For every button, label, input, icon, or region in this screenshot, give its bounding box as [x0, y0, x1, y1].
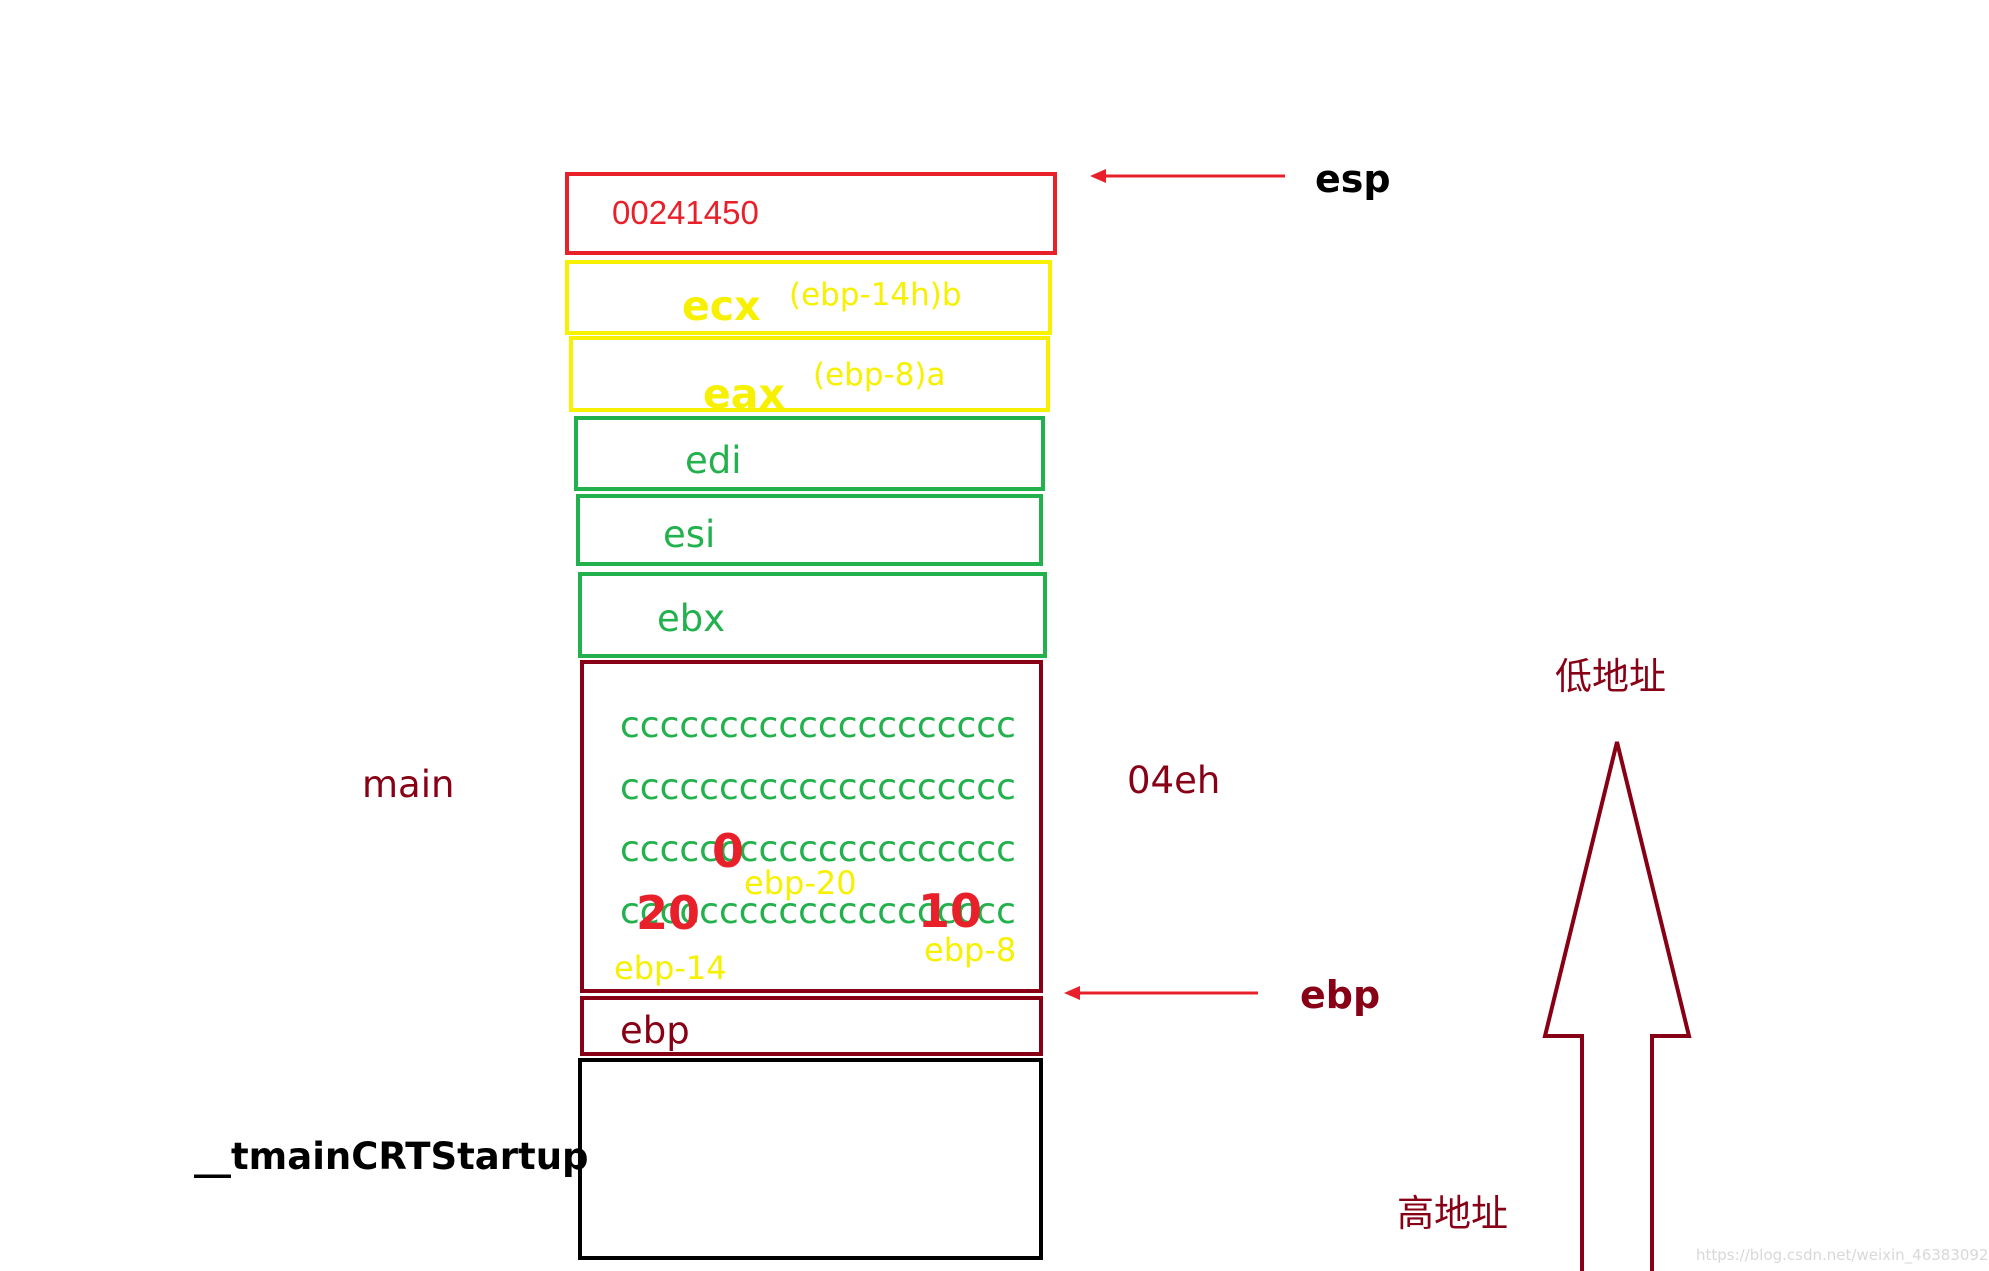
- ecx-register-label: ecx: [682, 282, 761, 330]
- ebp-pointer-arrow-icon: [1064, 986, 1258, 1000]
- cc-fill-row: cccccccccccccccccccc: [620, 705, 1016, 746]
- ecx-cell: ecx (ebp-14h)b: [565, 260, 1052, 335]
- cc-fill-row: cccccccccccccccccccc: [620, 829, 1016, 870]
- offset-label-ebp-8: ebp-8: [924, 931, 1017, 969]
- esp-label: esp: [1315, 157, 1391, 201]
- high-address-label: 高地址: [1397, 1192, 1508, 1235]
- eax-cell: eax (ebp-8)a: [569, 336, 1050, 418]
- edi-cell: edi: [574, 416, 1045, 491]
- value-0: 0: [712, 824, 745, 878]
- offset-label-ebp-20: ebp-20: [744, 864, 857, 902]
- cc-fill-row: cccccccccccccccccccc: [620, 767, 1016, 808]
- main-function-label: main: [362, 763, 455, 806]
- esi-register-label: esi: [663, 513, 716, 556]
- offset-label-ebp-14: ebp-14: [614, 949, 727, 987]
- cc-fill-row: cccccccccccccccccccc: [620, 891, 1016, 932]
- esi-cell: esi: [576, 494, 1043, 566]
- caller-function-label: __tmainCRTStartup: [194, 1135, 589, 1178]
- return-address-cell: 00241450: [565, 172, 1057, 255]
- eax-offset-note: (ebp-8)a: [813, 357, 946, 393]
- up-arrow-icon: [1542, 741, 1692, 1271]
- value-10: 10: [918, 884, 983, 938]
- frame-size-label: 04eh: [1127, 759, 1221, 802]
- main-locals-area: cccccccccccccccccccc ccccccccccccccccccc…: [580, 660, 1043, 993]
- ebx-register-label: ebx: [657, 597, 726, 640]
- saved-ebp-label: ebp: [620, 1009, 690, 1052]
- eax-register-label: eax: [703, 370, 785, 418]
- return-address-value: 00241450: [612, 194, 759, 231]
- value-20: 20: [636, 886, 701, 940]
- edi-register-label: edi: [685, 439, 742, 482]
- esp-pointer-arrow-icon: [1090, 169, 1285, 183]
- ebp-label: ebp: [1300, 973, 1381, 1017]
- watermark: https://blog.csdn.net/weixin_46383092: [1696, 1246, 1989, 1264]
- ecx-offset-note: (ebp-14h)b: [789, 277, 962, 313]
- ebx-cell: ebx: [578, 572, 1047, 658]
- caller-frame-box: [578, 1058, 1043, 1260]
- saved-ebp-cell: ebp: [580, 996, 1043, 1056]
- low-address-label: 低地址: [1555, 655, 1666, 698]
